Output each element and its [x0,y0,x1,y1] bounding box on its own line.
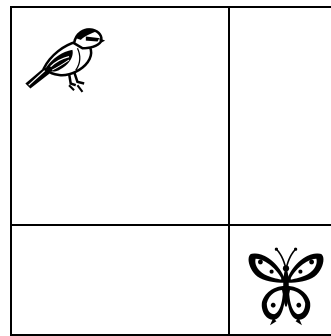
board-cell-r3-c2[interactable] [120,226,230,336]
butterfly-icon[interactable] [246,242,326,330]
board-cell-r2-c2[interactable] [120,116,230,226]
board-cell-r1-c1[interactable] [10,6,122,118]
board-cell-r2-c1[interactable] [10,116,122,226]
game-board [10,6,331,336]
board-cell-r2-c3[interactable] [230,116,331,226]
board-cell-r1-c3[interactable] [230,6,331,118]
board-cell-r1-c2[interactable] [120,6,230,118]
bird-icon[interactable] [18,18,110,102]
board-cell-r3-c3[interactable] [230,226,331,336]
board-cell-r3-c1[interactable] [10,226,122,336]
